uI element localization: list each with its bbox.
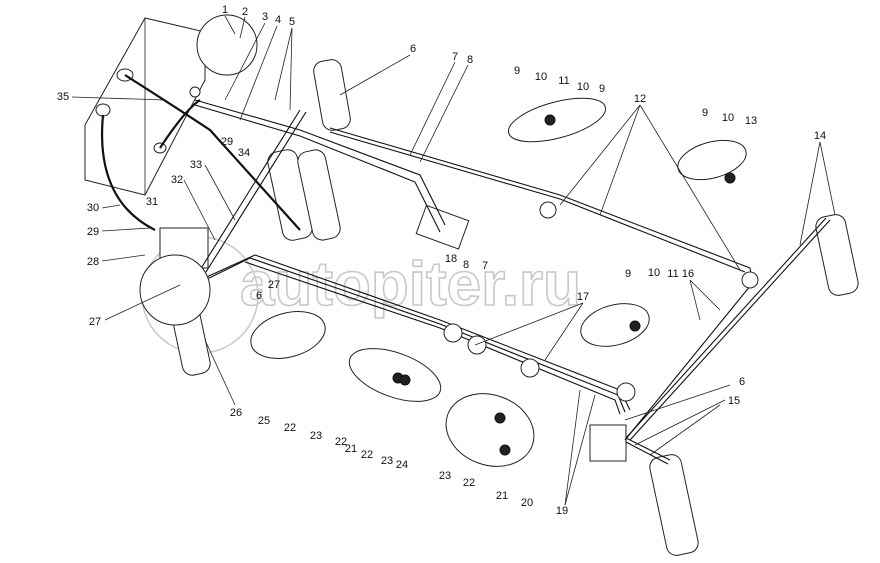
air-tank: [84, 17, 206, 196]
brake-chambers-center: [267, 149, 341, 241]
callout-6: 6: [739, 376, 745, 388]
callout-14: 14: [814, 130, 826, 142]
callout-18: 18: [445, 253, 457, 265]
callout-33: 33: [190, 159, 202, 171]
callout-3: 3: [262, 11, 268, 23]
callout-17: 17: [577, 291, 589, 303]
callout-9: 9: [599, 83, 605, 95]
callout-21: 21: [496, 490, 508, 502]
callout-29: 29: [87, 226, 99, 238]
callout-13: 13: [745, 115, 757, 127]
detail-ellipses: [139, 97, 759, 467]
callout-23: 23: [310, 430, 322, 442]
callout-1: 1: [222, 4, 228, 16]
callout-8: 8: [467, 54, 473, 66]
callout-25: 25: [258, 415, 270, 427]
callout-20: 20: [521, 497, 533, 509]
callout-15: 15: [728, 395, 740, 407]
callout-22: 22: [361, 449, 373, 461]
callout-10: 10: [722, 112, 734, 124]
callout-10: 10: [648, 267, 660, 279]
callout-5: 5: [289, 16, 295, 28]
callout-21: 21: [345, 443, 357, 455]
callout-22: 22: [335, 436, 347, 448]
callout-19: 19: [556, 505, 568, 517]
callout-27: 27: [268, 279, 280, 291]
detail-circle-fittings: [196, 14, 258, 76]
callout-22: 22: [284, 422, 296, 434]
callout-labels: 1 2 3 4 5 6 7 8 9 10 11 10 9 12 9 10 13 …: [57, 4, 826, 517]
watermark-text: autopiter.ru: [240, 250, 581, 319]
callout-7: 7: [452, 51, 458, 63]
leader-lines: [71, 15, 836, 506]
callout-23: 23: [439, 470, 451, 482]
callout-35: 35: [57, 91, 69, 103]
callout-11: 11: [558, 75, 569, 87]
callout-16: 16: [682, 268, 694, 280]
callout-9: 9: [514, 65, 520, 77]
callout-4: 4: [275, 14, 281, 26]
callout-9: 9: [625, 268, 631, 280]
callout-29: 29: [221, 136, 233, 148]
callout-12: 12: [634, 93, 646, 105]
brake-chamber-right: [815, 214, 859, 296]
callout-2: 2: [242, 6, 248, 18]
callout-30: 30: [87, 202, 99, 214]
callout-11: 11: [667, 268, 678, 280]
callout-34: 34: [238, 147, 250, 159]
valve-right: [415, 204, 470, 250]
brake-chamber-top: [313, 59, 351, 131]
callout-8: 8: [463, 259, 469, 271]
callout-9: 9: [702, 107, 708, 119]
watermark: autopiter.ru: [141, 236, 582, 354]
callout-32: 32: [171, 174, 183, 186]
callout-10: 10: [577, 81, 589, 93]
callout-6: 6: [256, 290, 262, 302]
brake-chamber-bottom: [649, 454, 699, 556]
callout-7: 7: [482, 260, 488, 272]
connector-block: [589, 424, 627, 462]
callout-27: 27: [89, 316, 101, 328]
callout-10: 10: [535, 71, 547, 83]
callout-31: 31: [146, 196, 158, 208]
callout-26: 26: [230, 407, 242, 419]
callout-23: 23: [381, 455, 393, 467]
callout-6: 6: [410, 43, 416, 55]
callout-22: 22: [463, 477, 475, 489]
callout-28: 28: [87, 256, 99, 268]
callout-24: 24: [396, 459, 408, 471]
